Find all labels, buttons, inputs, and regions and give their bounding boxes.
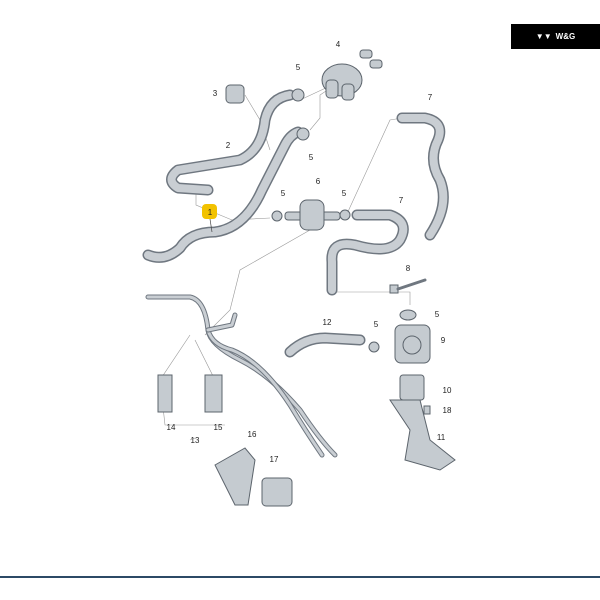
hose-12	[284, 332, 366, 358]
callout-5[interactable]: 5	[342, 189, 347, 198]
callout-5[interactable]: 5	[296, 63, 301, 72]
callout-10[interactable]: 10	[443, 386, 452, 395]
callout-5[interactable]: 5	[435, 310, 440, 319]
callout-18[interactable]: 18	[443, 406, 452, 415]
hose-7-lower	[326, 209, 409, 296]
part-5-clamps	[271, 88, 417, 353]
callout-11[interactable]: 11	[437, 433, 446, 442]
callout-16[interactable]: 16	[248, 430, 257, 439]
callout-9[interactable]: 9	[441, 336, 446, 345]
part-17-valve	[261, 477, 293, 507]
hose-1	[142, 126, 304, 263]
part-4-grommet	[321, 49, 383, 101]
callout-3[interactable]: 3	[213, 89, 218, 98]
brand-logo: ▼▼ W&G	[511, 24, 600, 49]
part-18-bolt	[423, 405, 431, 415]
callout-13[interactable]: 13	[191, 436, 200, 445]
hose-2	[166, 89, 296, 196]
callout-7[interactable]: 7	[399, 196, 404, 205]
callout-1[interactable]: 1	[208, 208, 213, 217]
bottom-divider	[0, 576, 600, 578]
part-6-connector	[284, 199, 341, 231]
callout-4[interactable]: 4	[336, 40, 341, 49]
hose-7-upper	[396, 112, 449, 241]
part-14-clip	[157, 374, 173, 413]
callout-5[interactable]: 5	[281, 189, 286, 198]
callout-6[interactable]: 6	[316, 177, 321, 186]
callout-12[interactable]: 12	[323, 318, 332, 327]
part-10-bracket	[399, 374, 425, 401]
callout-8[interactable]: 8	[406, 264, 411, 273]
part-9-pump	[394, 324, 431, 364]
callout-17[interactable]: 17	[270, 455, 279, 464]
pipe-13	[145, 294, 338, 458]
part-3-bracket	[225, 84, 245, 104]
callout-14[interactable]: 14	[167, 423, 176, 432]
callout-5[interactable]: 5	[309, 153, 314, 162]
callout-2[interactable]: 2	[226, 141, 231, 150]
part-16-bracket	[214, 447, 256, 506]
part-15-clip	[204, 374, 223, 413]
part-11-bracket	[389, 399, 456, 471]
wg-emblem-icon: ▼▼	[535, 32, 552, 41]
callout-7[interactable]: 7	[428, 93, 433, 102]
brand-logo-text: W&G	[555, 32, 576, 41]
part-8-sensor	[389, 278, 427, 294]
callout-1-highlight	[202, 204, 217, 219]
callout-5[interactable]: 5	[374, 320, 379, 329]
callout-15[interactable]: 15	[214, 423, 223, 432]
